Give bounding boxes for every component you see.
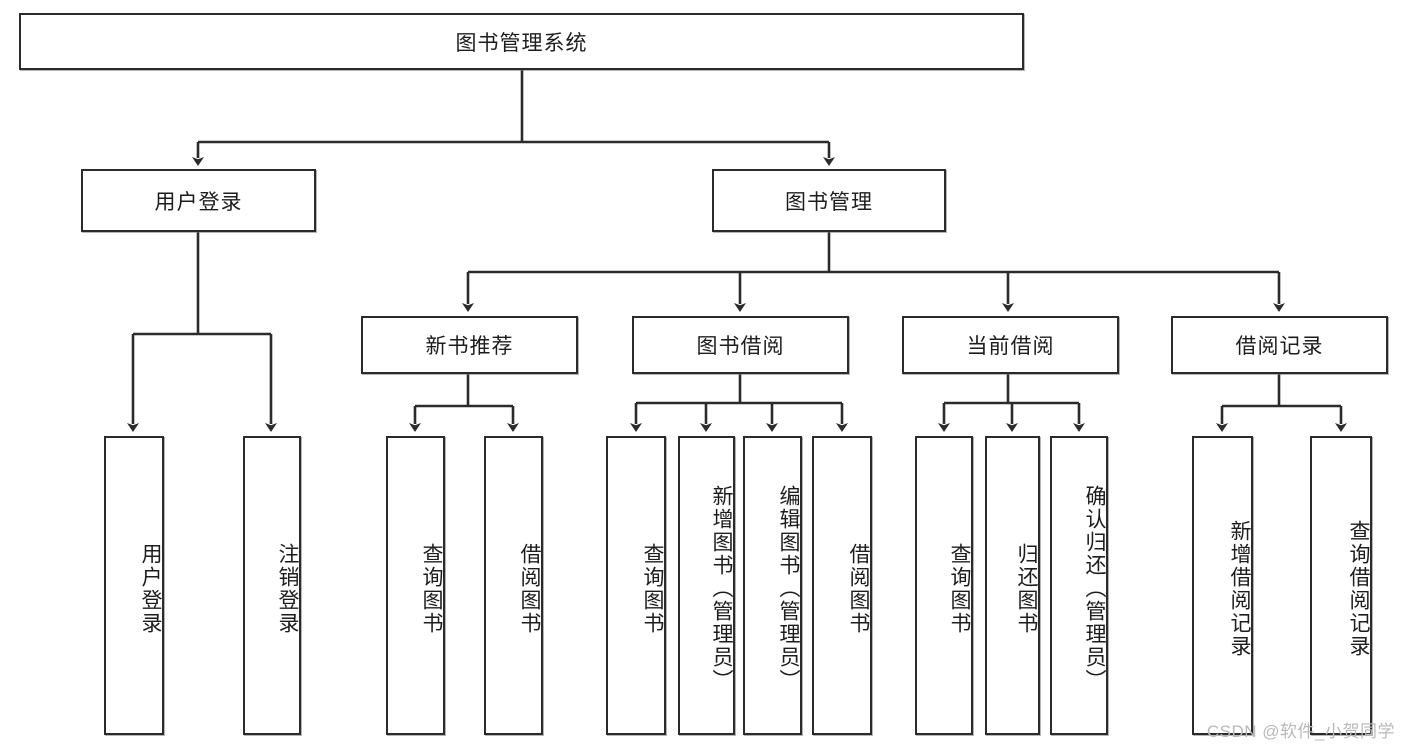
csdn-watermark: CSDN @软件_小贺同学	[1206, 722, 1395, 741]
node-book-borrow-label: 图书借阅	[696, 335, 785, 358]
node-current-borrow[interactable]: 当前借阅	[902, 316, 1119, 374]
node-user-logout[interactable]: 注销登录	[243, 436, 301, 735]
node-recommend-borrow-book-label: 借阅图书	[518, 542, 541, 635]
node-book-manage[interactable]: 图书管理	[712, 169, 946, 232]
node-record-add-label: 新增借阅记录	[1228, 519, 1251, 658]
node-record-add[interactable]: 新增借阅记录	[1192, 436, 1253, 735]
node-root-label: 图书管理系统	[455, 31, 588, 55]
node-new-book-recommend-label: 新书推荐	[425, 335, 514, 358]
node-current-query-book-label: 查询图书	[948, 542, 971, 635]
node-new-book-recommend[interactable]: 新书推荐	[361, 316, 578, 374]
node-borrow-record[interactable]: 借阅记录	[1171, 316, 1388, 374]
node-borrow-borrow-book-label: 借阅图书	[847, 542, 870, 635]
node-record-query-label: 查询借阅记录	[1347, 519, 1370, 658]
node-user-login[interactable]: 用户登录	[81, 169, 316, 232]
node-borrow-borrow-book[interactable]: 借阅图书	[812, 436, 872, 735]
node-borrow-query-book[interactable]: 查询图书	[606, 436, 666, 735]
node-user-logout-label: 注销登录	[276, 542, 299, 635]
node-recommend-query-book-label: 查询图书	[420, 542, 443, 635]
node-current-confirm-return[interactable]: 确认归还（管理员）	[1050, 436, 1108, 735]
node-current-return-book[interactable]: 归还图书	[985, 436, 1040, 735]
node-user-login-label: 用户登录	[154, 190, 243, 214]
node-current-confirm-return-label: 确认归还（管理员）	[1083, 485, 1106, 692]
node-current-borrow-label: 当前借阅	[966, 335, 1055, 358]
node-current-query-book[interactable]: 查询图书	[915, 436, 973, 735]
node-record-query[interactable]: 查询借阅记录	[1310, 436, 1372, 735]
node-user-login-do-label: 用户登录	[139, 542, 162, 635]
node-current-return-book-label: 归还图书	[1015, 542, 1038, 635]
node-borrow-record-label: 借阅记录	[1235, 335, 1324, 358]
node-user-login-do[interactable]: 用户登录	[104, 436, 164, 735]
node-borrow-add-book-label: 新增图书（管理员）	[710, 485, 733, 692]
node-borrow-edit-book[interactable]: 编辑图书（管理员）	[743, 436, 802, 735]
node-recommend-query-book[interactable]: 查询图书	[386, 436, 445, 735]
node-book-borrow[interactable]: 图书借阅	[632, 316, 849, 374]
node-recommend-borrow-book[interactable]: 借阅图书	[484, 436, 543, 735]
node-borrow-add-book[interactable]: 新增图书（管理员）	[678, 436, 735, 735]
node-book-manage-label: 图书管理	[785, 190, 873, 214]
node-root[interactable]: 图书管理系统	[19, 13, 1024, 70]
node-borrow-query-book-label: 查询图书	[641, 542, 664, 635]
node-borrow-edit-book-label: 编辑图书（管理员）	[777, 485, 800, 692]
